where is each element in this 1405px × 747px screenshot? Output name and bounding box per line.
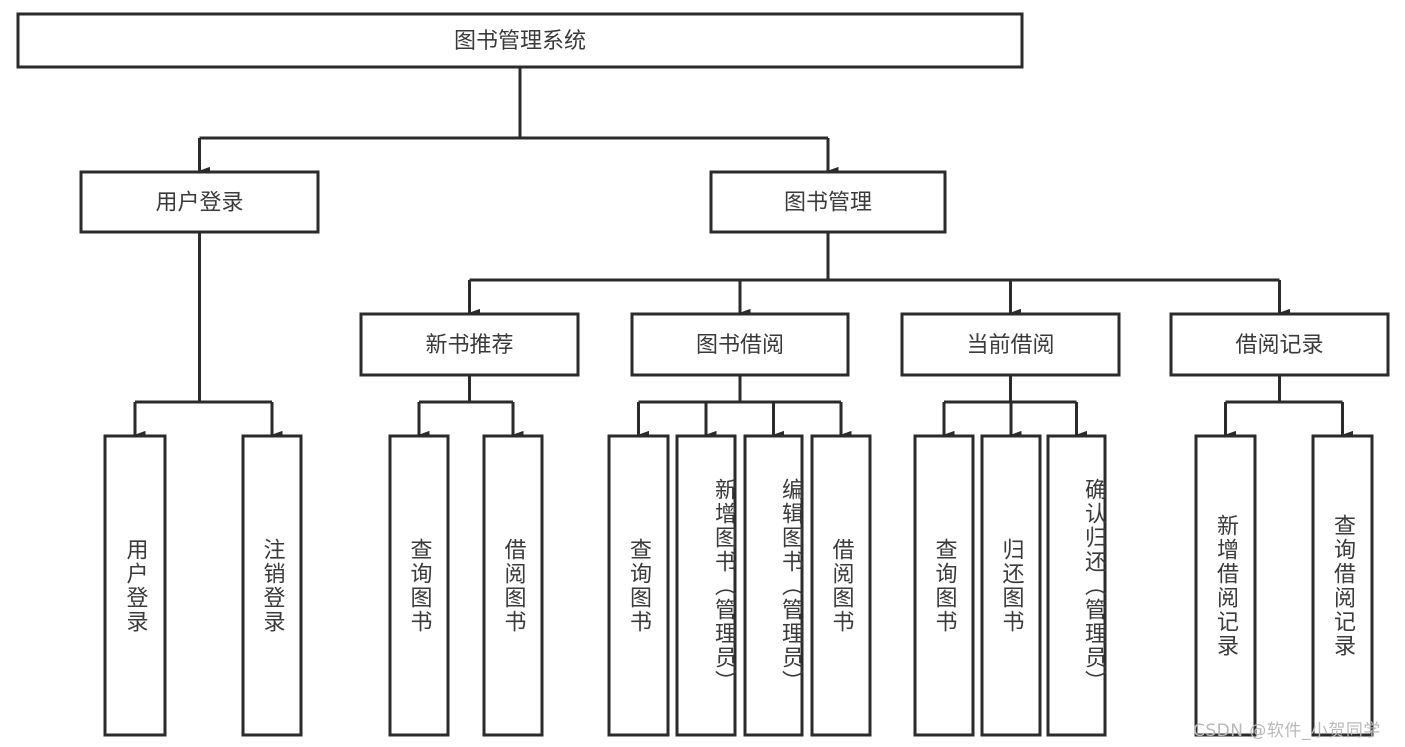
node-label-l2_1: 图书借阅 (696, 333, 784, 358)
node-box-e0[interactable] (1194, 434, 1257, 737)
node-label-l2_3: 借阅记录 (1235, 333, 1323, 358)
node-box-b0[interactable] (388, 434, 450, 737)
node-box-d1[interactable] (980, 434, 1042, 737)
node-box-b1[interactable] (482, 434, 544, 737)
node-box-d0[interactable] (913, 434, 975, 737)
node-box-c1[interactable] (675, 434, 737, 737)
node-label-l1_1: 图书管理 (784, 191, 872, 216)
node-label-l2_2: 当前借阅 (966, 333, 1054, 358)
node-box-l1_0[interactable] (79, 170, 320, 234)
node-box-l2_0[interactable] (359, 312, 580, 377)
node-box-l2_2[interactable] (900, 312, 1121, 377)
node-box-l1_1[interactable] (709, 170, 947, 234)
node-label-l2_0: 新书推荐 (425, 333, 513, 358)
node-box-l2_3[interactable] (1169, 312, 1390, 377)
node-box-c0[interactable] (607, 434, 670, 737)
node-box-e1[interactable] (1311, 434, 1374, 737)
node-label-l1_0: 用户登录 (155, 191, 243, 216)
node-box-d2[interactable] (1046, 434, 1107, 737)
node-box-root[interactable] (16, 12, 1024, 69)
watermark-text: CSDN @软件_小贺同学 (1193, 721, 1381, 741)
node-box-a0[interactable] (103, 434, 167, 737)
node-box-c2[interactable] (743, 434, 804, 737)
node-box-a1[interactable] (241, 434, 303, 737)
node-box-l2_1[interactable] (630, 312, 850, 377)
edges-layer (133, 67, 1354, 440)
node-label-root: 图书管理系统 (454, 29, 586, 54)
node-box-c3[interactable] (810, 434, 872, 737)
